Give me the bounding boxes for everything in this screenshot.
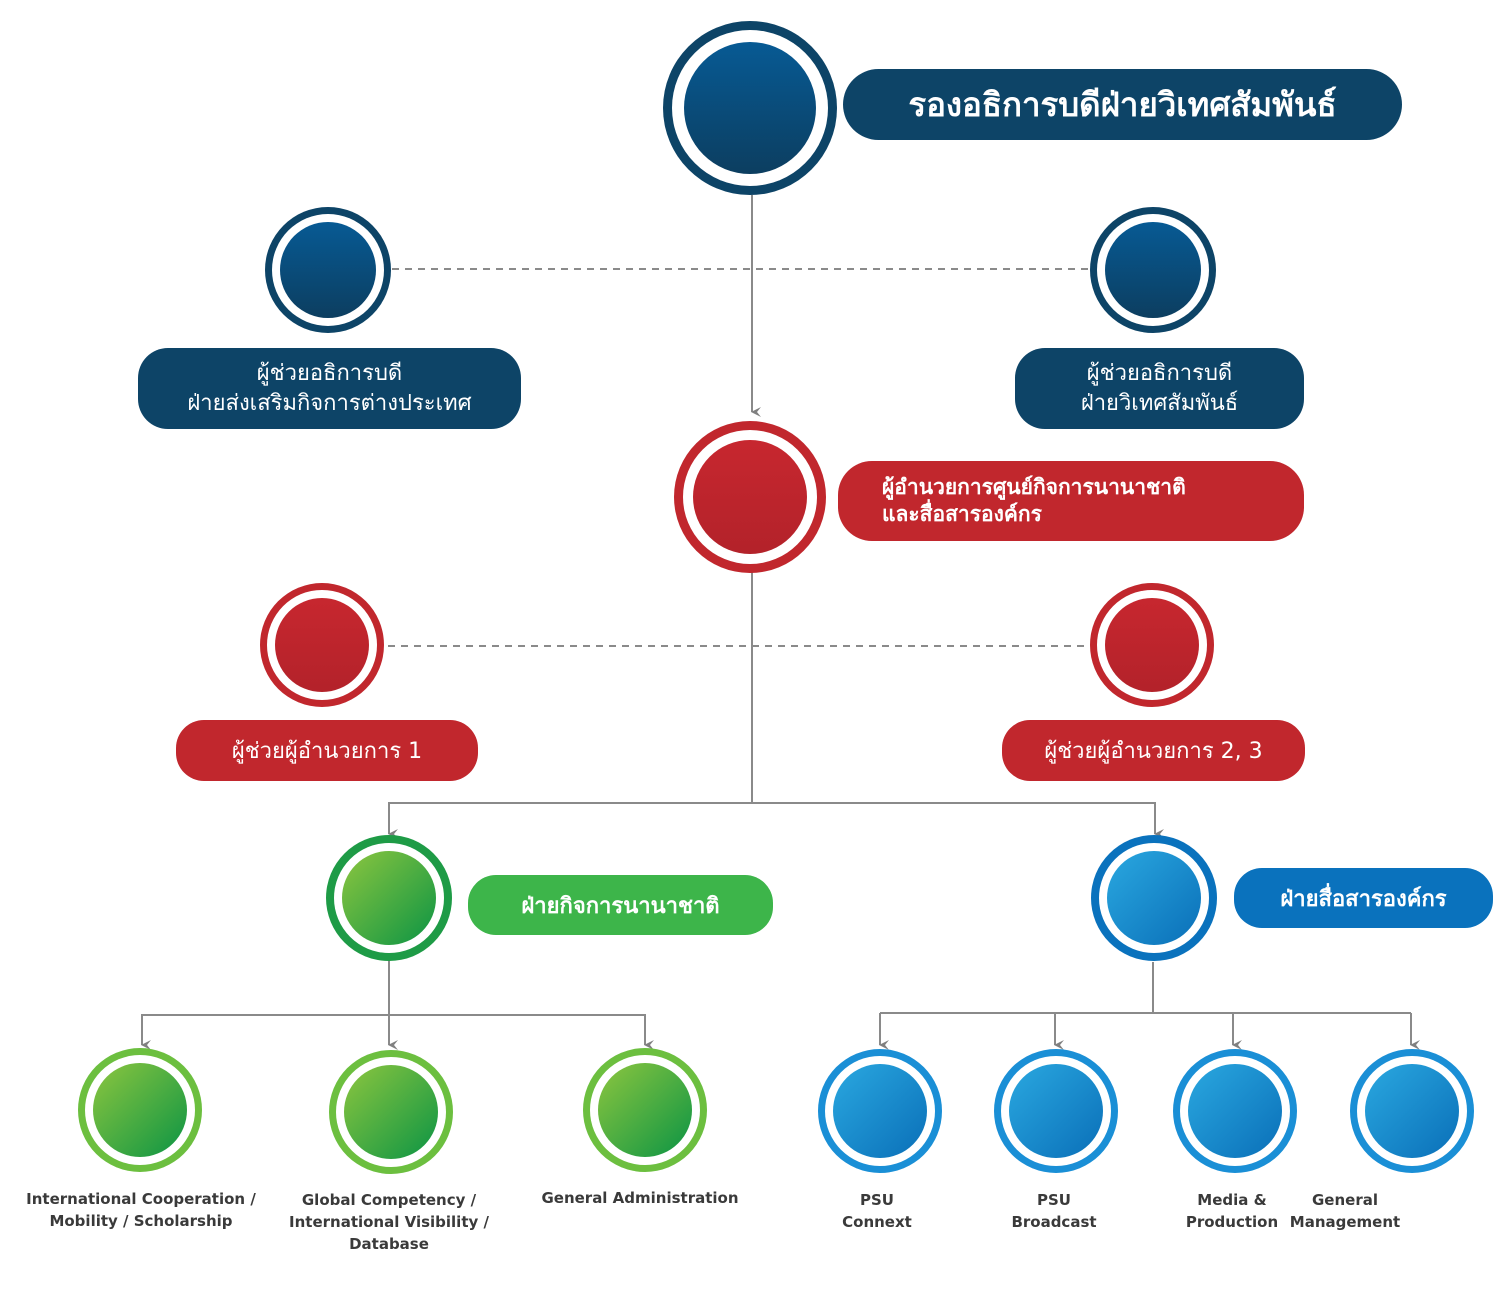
node-assistant-left-circle — [265, 207, 391, 333]
unit-label-line: PSU — [1037, 1191, 1071, 1209]
node-assistant-director-left-circle — [260, 583, 384, 707]
unit-general-management-circle — [1350, 1049, 1474, 1173]
assistant-president-right-label: ผู้ช่วยอธิการบดี ฝ่ายวิเทศสัมพันธ์ — [1015, 348, 1304, 429]
unit-psu-broadcast-label: PSU Broadcast — [919, 1189, 1189, 1233]
assistant-director-right-text: ผู้ช่วยผู้อำนวยการ 2, 3 — [1044, 739, 1263, 764]
unit-label-line: General — [1312, 1191, 1378, 1209]
assistant-president-left-line1: ผู้ช่วยอธิการบดี — [256, 360, 403, 386]
node-director-circle — [674, 421, 826, 573]
director-line2: และสื่อสารองค์กร — [882, 502, 1042, 526]
unit-label-line: Production — [1185, 1213, 1279, 1231]
assistant-president-right-line1: ผู้ช่วยอธิการบดี — [1086, 360, 1233, 386]
unit-global-competency-label: Global Competency / International Visibi… — [254, 1189, 524, 1255]
assistant-director-right-label: ผู้ช่วยผู้อำนวยการ 2, 3 — [1002, 720, 1305, 781]
node-top-circle — [663, 21, 837, 195]
communication-division-label: ฝ่ายสื่อสารองค์กร — [1234, 868, 1493, 928]
node-assistant-right-circle — [1090, 207, 1216, 333]
international-division-text: ฝ่ายกิจการนานาชาติ — [521, 893, 720, 919]
director-label: ผู้อำนวยการศูนย์กิจการนานาชาติ และสื่อสา… — [838, 461, 1304, 541]
assistant-president-right-line2: ฝ่ายวิเทศสัมพันธ์ — [1080, 390, 1239, 416]
director-line1: ผู้อำนวยการศูนย์กิจการนานาชาติ — [882, 475, 1186, 499]
unit-psu-connext-circle — [818, 1049, 942, 1173]
unit-label-line: Management — [1289, 1213, 1401, 1231]
unit-international-cooperation-circle — [78, 1048, 202, 1172]
unit-label-line: International Visibility / — [289, 1213, 489, 1231]
vice-president-label: รองอธิการบดีฝ่ายวิเทศสัมพันธ์ — [843, 69, 1402, 140]
unit-label-line: Media & — [1197, 1191, 1267, 1209]
vice-president-label-text: รองอธิการบดีฝ่ายวิเทศสัมพันธ์ — [908, 85, 1337, 124]
connector-green-branch — [141, 1014, 654, 1050]
unit-general-management-label: General Management — [1210, 1189, 1480, 1233]
unit-media-production-circle — [1173, 1049, 1297, 1173]
unit-label-line: International Cooperation / — [26, 1190, 256, 1208]
assistant-president-left-line2: ฝ่ายส่งเสริมกิจการต่างประเทศ — [187, 390, 472, 416]
unit-international-cooperation-label: International Cooperation / Mobility / S… — [6, 1188, 276, 1232]
unit-label-line: General Administration — [541, 1189, 739, 1207]
unit-label-line: Database — [349, 1235, 429, 1253]
connectors — [141, 195, 1420, 1050]
unit-label-line: PSU — [860, 1191, 894, 1209]
unit-label-line: Mobility / Scholarship — [49, 1212, 233, 1230]
node-international-division-circle — [326, 835, 452, 961]
assistant-president-left-label: ผู้ช่วยอธิการบดี ฝ่ายส่งเสริมกิจการต่างป… — [138, 348, 521, 429]
node-communication-division-circle — [1091, 835, 1217, 961]
unit-global-competency-circle — [329, 1050, 453, 1174]
assistant-director-left-text: ผู้ช่วยผู้อำนวยการ 1 — [231, 739, 423, 764]
communication-division-text: ฝ่ายสื่อสารองค์กร — [1280, 886, 1447, 912]
unit-psu-broadcast-circle — [994, 1049, 1118, 1173]
unit-label-line: Connext — [842, 1213, 912, 1231]
unit-label-line: Broadcast — [1011, 1213, 1097, 1231]
assistant-director-left-label: ผู้ช่วยผู้อำนวยการ 1 — [176, 720, 478, 781]
international-division-label: ฝ่ายกิจการนานาชาติ — [468, 875, 773, 935]
unit-label-line: Global Competency / — [301, 1191, 477, 1209]
unit-media-production-label: Media & Production — [1097, 1189, 1367, 1233]
connector-branch — [388, 802, 1164, 839]
unit-psu-connext-label: PSU Connext — [742, 1189, 1012, 1233]
node-assistant-director-right-circle — [1090, 583, 1214, 707]
unit-general-administration-label: General Administration — [505, 1187, 775, 1209]
unit-general-administration-circle — [583, 1048, 707, 1172]
